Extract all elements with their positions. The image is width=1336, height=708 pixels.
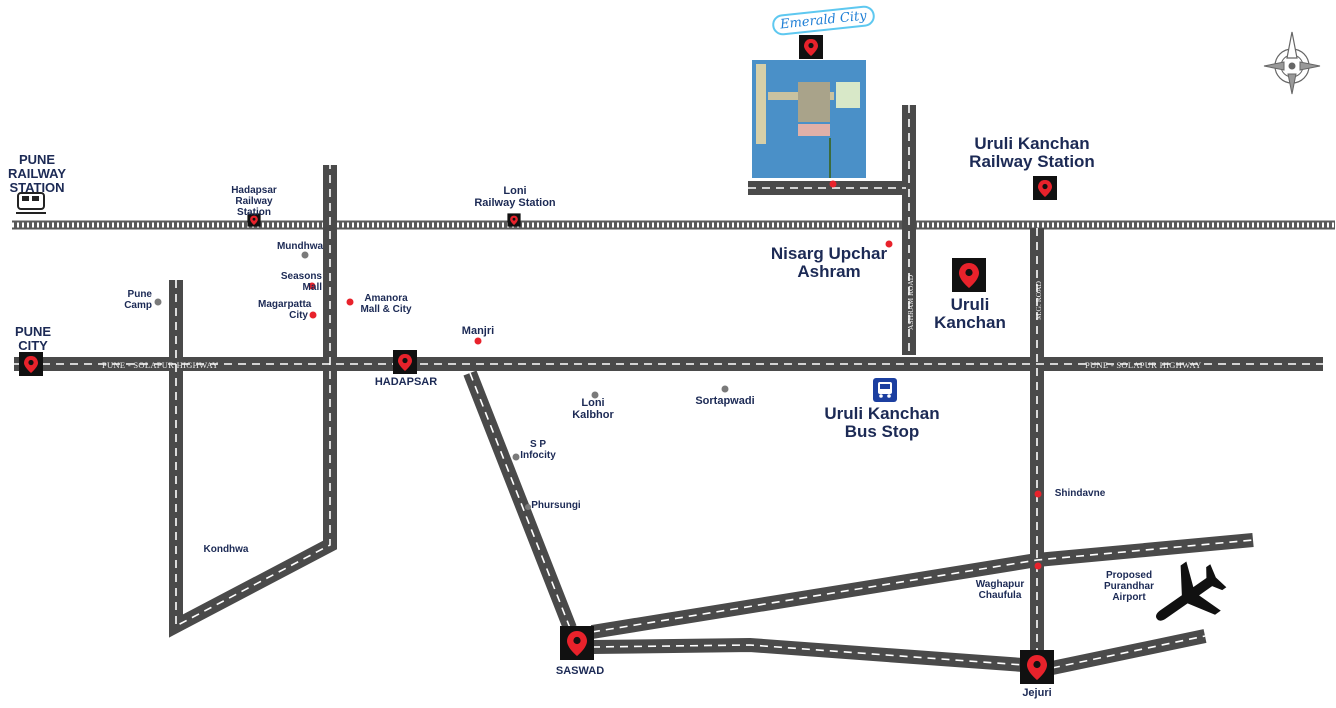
map-pin-icon — [393, 350, 417, 374]
nisarg-upchar-ashram-label: Nisarg Upchar Ashram — [770, 244, 888, 282]
pune-railway-station-label: PUNE RAILWAY STATION — [7, 152, 67, 196]
ashram-road-label: ASHRAM ROAD — [906, 274, 915, 330]
highway-label: PUNE - SOLAPUR HIGHWAY — [102, 360, 219, 370]
phursungi-label: Phursungi — [531, 500, 581, 511]
jejuri-label: Jejuri — [1022, 687, 1052, 699]
seasons-mall-label: Seasons Mall — [280, 271, 322, 293]
magarpatta-city-label: Magarpatta City — [258, 299, 312, 321]
bus-icon — [873, 378, 897, 402]
airplane-icon — [1156, 561, 1227, 621]
emerald-city-site-plan — [752, 60, 866, 188]
road-network — [14, 105, 1323, 675]
loni-kalbhor-label: Loni Kalbhor — [572, 397, 614, 421]
map-pin-icon — [560, 626, 594, 660]
hadapsar-railway-station-label: Hadapsar Railway Station — [231, 185, 277, 218]
map-pin-icon — [799, 35, 823, 59]
kondhwa-label: Kondhwa — [203, 544, 249, 555]
waghapur-chaufula-label: Waghapur Chaufula — [975, 579, 1025, 601]
sortapwadi-label: Sortapwadi — [695, 395, 755, 407]
uruli-kanchan-bus-stop-label: Uruli Kanchan Bus Stop — [824, 404, 940, 442]
map-pin-icon — [1033, 176, 1057, 200]
uruli-kanchan-railway-station-label: Uruli Kanchan Railway Station — [969, 134, 1095, 172]
mg-road-label: M.G. ROAD — [1034, 281, 1043, 320]
mundhwa-label: Mundhwa — [276, 241, 324, 252]
proposed-airport-label: Proposed Purandhar Airport — [1103, 570, 1154, 603]
pune-city-label: PUNE CITY — [14, 324, 52, 354]
shindavne-label: Shindavne — [1054, 488, 1106, 499]
map-pin-icon — [952, 258, 986, 292]
uruli-kanchan-label: Uruli Kanchan — [934, 295, 1006, 333]
highway-label: PUNE - SOLAPUR HIGHWAY — [1085, 360, 1202, 370]
sp-infocity-label: S P Infocity — [520, 439, 556, 461]
loni-railway-station-label: Loni Railway Station — [474, 185, 556, 209]
pune-camp-label: Pune Camp — [124, 289, 152, 311]
locality-dots — [154, 240, 1042, 570]
amanora-label: Amanora Mall & City — [360, 293, 412, 315]
map-pin-icon — [507, 213, 521, 227]
manjri-label: Manjri — [461, 325, 495, 337]
hadapsar-label: HADAPSAR — [374, 376, 438, 388]
map-pin-icon — [19, 352, 43, 376]
map-pin-icon — [1020, 650, 1054, 684]
compass-rose-icon — [1263, 31, 1321, 95]
saswad-label: SASWAD — [555, 665, 605, 677]
train-icon — [16, 192, 46, 214]
